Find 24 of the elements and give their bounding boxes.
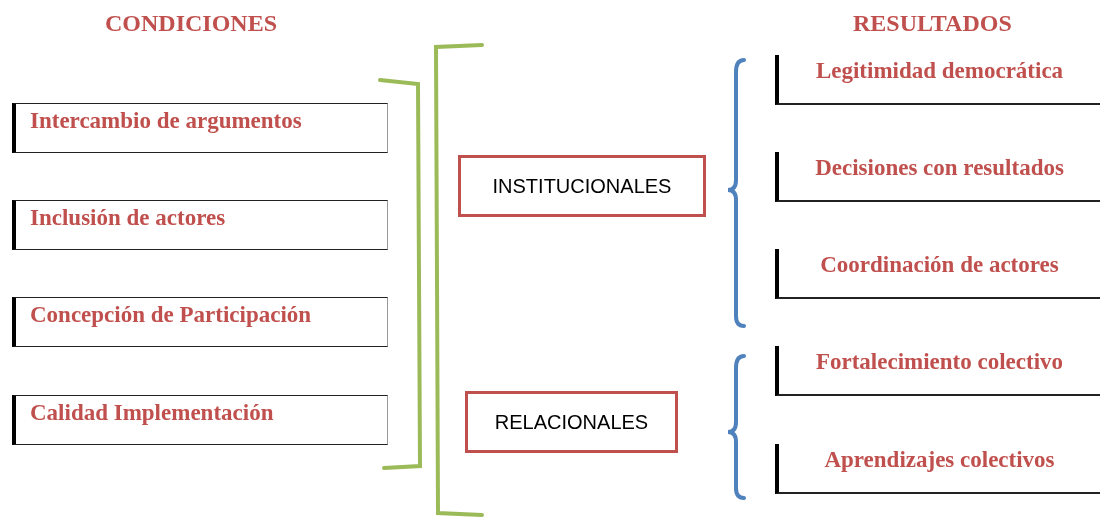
condition-text: Intercambio de argumentos (30, 108, 302, 133)
condition-text: Calidad Implementación (30, 400, 274, 425)
condition-box (12, 103, 388, 153)
result-box (775, 55, 1100, 105)
result-text: Fortalecimiento colectivo (815, 349, 1064, 374)
category-box (458, 155, 706, 217)
condition-box (12, 395, 388, 445)
condition-box (12, 200, 388, 250)
result-text: Legitimidad democrática (815, 58, 1064, 83)
result-text: Aprendizajes colectivos (824, 447, 1055, 472)
result-box (775, 346, 1100, 396)
column-heading: CONDICIONES (105, 10, 278, 37)
result-box (775, 152, 1100, 202)
result-box (775, 249, 1100, 299)
category-text: RELACIONALES (494, 410, 649, 434)
result-box (775, 444, 1100, 494)
condition-text: Inclusión de actores (30, 205, 226, 230)
category-text: INSTITUCIONALES (492, 174, 672, 198)
result-text: Decisiones con resultados (815, 155, 1064, 180)
category-box (465, 391, 678, 453)
column-heading: RESULTADOS (853, 10, 1012, 37)
condition-box (12, 297, 388, 347)
result-text: Coordinación de actores (820, 252, 1059, 277)
condition-text: Concepción de Participación (30, 302, 312, 327)
